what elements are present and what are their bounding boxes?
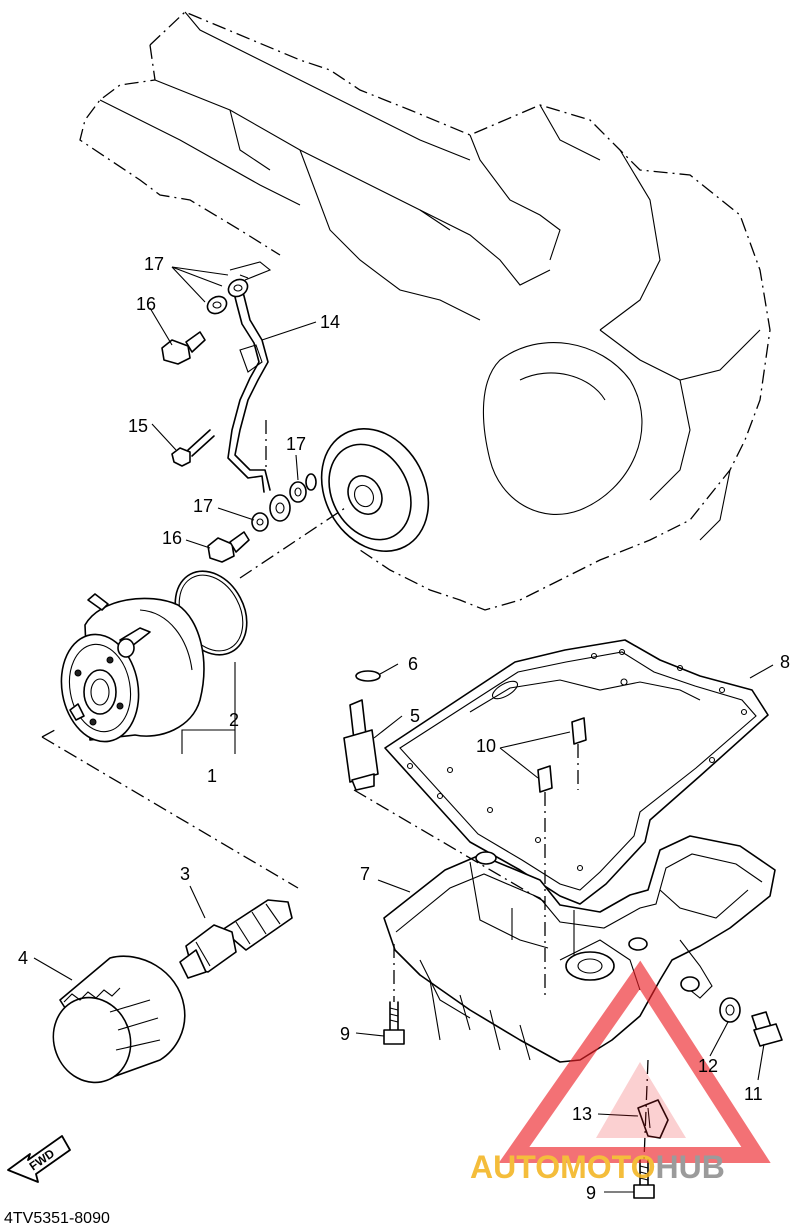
callout-6: 6: [408, 654, 418, 674]
callout-10: 10: [476, 736, 496, 756]
oil-cooler-1: [60, 593, 205, 743]
watermark-triangle: [498, 960, 771, 1163]
callout-11: 11: [744, 1084, 763, 1104]
callout-5: 5: [410, 706, 420, 726]
callout-16-lower: 16: [162, 528, 182, 548]
part-13: [637, 1099, 669, 1139]
bolt-15: [171, 429, 215, 467]
bolt-9-left: [383, 1001, 405, 1045]
oil-pipe-5: [343, 699, 379, 791]
union-bolt-16-lower: [207, 531, 250, 563]
oil-filter-4: [52, 955, 186, 1084]
washer-17-middle: [289, 473, 317, 503]
alignment-lines: [41, 420, 649, 1161]
callout-13: 13: [572, 1104, 592, 1124]
o-ring-6: [355, 670, 381, 682]
callout-15: 15: [128, 416, 148, 436]
callout-leaders: [33, 266, 774, 1193]
callout-17-middle: 17: [286, 434, 306, 454]
callout-14: 14: [320, 312, 340, 332]
oil-pipe-14: [227, 279, 291, 522]
oil-pan-7: [383, 835, 776, 1063]
union-bolt-3: [179, 899, 293, 979]
callout-4: 4: [18, 948, 28, 968]
bolt-9-bottom: [633, 1159, 655, 1199]
callout-7: 7: [360, 864, 370, 884]
fwd-arrow-icon: FWD: [7, 1135, 71, 1183]
watermark-word-a: AUTOMOTO: [470, 1149, 655, 1185]
callout-labels: 1 2 3 4 5 6 7 8 9 9 10 11 12 13 14 15 16…: [18, 254, 790, 1203]
callout-3: 3: [180, 864, 190, 884]
dowel-pin-10-a: [571, 717, 587, 745]
svg-text:AUTOMOTOHUB: AUTOMOTOHUB: [470, 1149, 725, 1185]
callout-8: 8: [780, 652, 790, 672]
engine-outline: [79, 11, 771, 611]
washer-17-top-pair: [206, 261, 272, 315]
callout-2: 2: [229, 710, 239, 730]
callout-12: 12: [698, 1056, 718, 1076]
callout-16-upper: 16: [136, 294, 156, 314]
gasket-12: [719, 997, 741, 1023]
union-bolt-16-upper: [161, 331, 206, 365]
drain-bolt-11: [751, 1011, 783, 1047]
callout-17-top: 17: [144, 254, 164, 274]
washer-17-lower: [251, 512, 269, 532]
callout-1: 1: [207, 766, 217, 786]
watermark-logo: AUTOMOTOHUB: [470, 960, 771, 1185]
callout-9-left: 9: [340, 1024, 350, 1044]
diagram-code: 4TV5351-8090: [4, 1210, 110, 1227]
watermark-word-b: HUB: [655, 1149, 724, 1185]
callout-17-lower: 17: [193, 496, 213, 516]
callout-9-bottom: 9: [586, 1183, 596, 1203]
dowel-pin-10-b: [537, 765, 553, 793]
